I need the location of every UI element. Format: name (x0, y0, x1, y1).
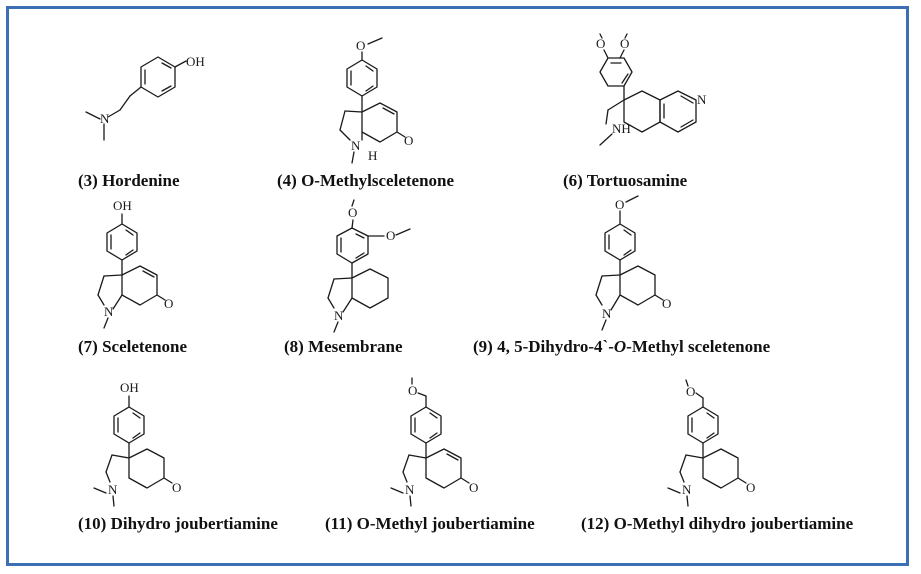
caption-compound-10: (10) Dihydro joubertiamine (78, 514, 278, 533)
compound-name: O-Methylsceletenone (301, 171, 454, 190)
atom-label-oh: OH (120, 380, 139, 395)
atom-label-o: O (469, 480, 478, 495)
structure-dihydro-o-methyl-sceletenone: O O N (595, 195, 671, 331)
atom-label-n: N (108, 482, 118, 497)
compound-number: (6) (563, 171, 583, 190)
atom-label-o: O (408, 383, 417, 398)
structure-o-methyl-dihydro-joubertiamine: O O N (667, 379, 755, 507)
structure-o-methylsceletenone: O O N H (339, 37, 413, 164)
atom-label-o: O (172, 480, 181, 495)
atom-label-o: O (386, 228, 395, 243)
structure-mesembrane: O O N (327, 199, 411, 333)
caption-compound-9: (9) 4, 5-Dihydro-4`-O-Methyl sceletenone (473, 337, 771, 356)
caption-compound-11: (11) O-Methyl joubertiamine (325, 514, 535, 533)
caption-compound-6: (6) Tortuosamine (563, 171, 688, 190)
caption-compound-3: (3) Hordenine (78, 171, 180, 190)
atom-label-n: N (682, 482, 692, 497)
atom-label-o: O (164, 296, 173, 311)
compound-name: Hordenine (102, 171, 180, 190)
atom-label-o: O (404, 133, 413, 148)
atom-label-oh: OH (113, 198, 132, 213)
compound-name-part: 4, 5-Dihydro-4`- (497, 337, 614, 356)
structure-tortuosamine: O O N NH (596, 33, 707, 146)
atom-label-n: N (351, 138, 361, 153)
compound-number: (11) (325, 514, 352, 533)
atom-label-o: O (620, 36, 629, 51)
atom-label-n: N (602, 306, 612, 321)
atom-label-o: O (356, 38, 365, 53)
atom-label-nh: NH (612, 121, 631, 136)
atom-label-n: N (405, 482, 415, 497)
atom-label-n: N (697, 92, 707, 107)
structure-dihydro-joubertiamine: OH O N (93, 380, 181, 507)
atom-label-o: O (686, 384, 695, 399)
structure-hordenine: OH N (85, 54, 205, 141)
atom-label-n: N (334, 308, 344, 323)
caption-compound-12: (12) O-Methyl dihydro joubertiamine (581, 514, 854, 533)
compound-number: (8) (284, 337, 304, 356)
compound-name: O-Methyl dihydro joubertiamine (614, 514, 854, 533)
atom-label-o: O (615, 197, 624, 212)
atom-label-n: N (104, 304, 114, 319)
compound-number: (7) (78, 337, 98, 356)
caption-compound-7: (7) Sceletenone (78, 337, 188, 356)
compound-name: O-Methyl joubertiamine (357, 514, 535, 533)
caption-compound-8: (8) Mesembrane (284, 337, 403, 356)
compound-name: Dihydro joubertiamine (111, 514, 279, 533)
compound-name: Mesembrane (308, 337, 403, 356)
atom-label-h: H (368, 148, 377, 163)
atom-label-n: N (100, 111, 110, 126)
compound-number: (9) (473, 337, 493, 356)
compound-name: Sceletenone (102, 337, 187, 356)
atom-label-o: O (662, 296, 671, 311)
compound-number: (10) (78, 514, 106, 533)
atom-label-o: O (348, 205, 357, 220)
atom-label-oh: OH (186, 54, 205, 69)
atom-label-o: O (596, 36, 605, 51)
caption-compound-4: (4) O-Methylsceletenone (277, 171, 454, 190)
compound-number: (3) (78, 171, 98, 190)
compound-name: Tortuosamine (587, 171, 688, 190)
structure-sceletenone: OH O N (97, 198, 173, 329)
compound-number: (4) (277, 171, 297, 190)
compound-name-part: O (614, 337, 626, 356)
compound-name-part: -Methyl sceletenone (626, 337, 770, 356)
atom-label-o: O (746, 480, 755, 495)
structure-o-methyl-joubertiamine: O O N (390, 377, 478, 507)
compound-number: (12) (581, 514, 609, 533)
